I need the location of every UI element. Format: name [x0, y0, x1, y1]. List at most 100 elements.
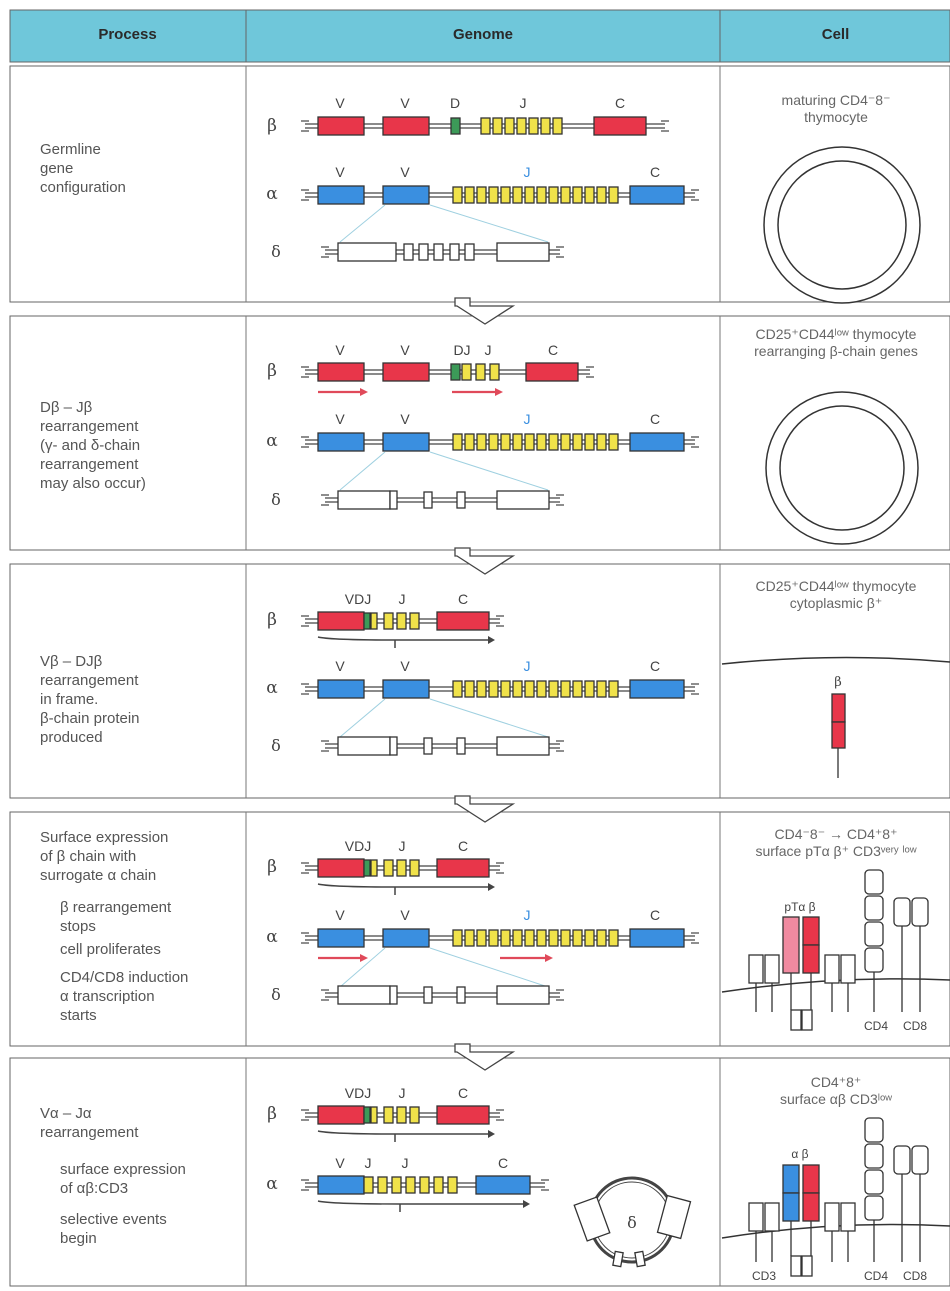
delta-chain-row1-segment-2 — [403, 243, 414, 261]
delta-chain-row4-segment-5 — [496, 985, 550, 1005]
cd4-domain-2-row5 — [864, 1143, 884, 1169]
beta-chain-row1-segment-6 — [504, 117, 515, 135]
delta-chain-row4-segment-2 — [389, 985, 398, 1005]
alpha-chain-row3-segment-14 — [584, 680, 595, 698]
label-delta-circle-row5: δ — [627, 1213, 637, 1232]
beta-chain-row1-segment-3 — [450, 117, 461, 135]
excised-delta-box-1-row5 — [573, 1196, 611, 1242]
alpha-chain-row3-segment-2 — [382, 679, 430, 699]
cytoplasmic-beta-label-row3: β — [834, 675, 842, 690]
label-j-row3: J — [399, 591, 406, 607]
alpha-chain-row1-segment-9 — [524, 186, 535, 204]
alpha-chain-row5-segment-4 — [391, 1176, 402, 1194]
alpha-chain-row2-segment-11 — [548, 433, 559, 451]
label-j-row4: J — [399, 838, 406, 854]
label-c-row1: C — [615, 95, 625, 111]
cd4-domain-4-row4 — [864, 947, 884, 973]
excised-delta-box-2-row5 — [656, 1194, 692, 1240]
alpha-chain-row5-segment-2 — [363, 1176, 374, 1194]
beta-chain-row5-segment-4 — [383, 1106, 394, 1124]
alpha-symbol-row4: α — [266, 927, 278, 947]
alpha-chain-row3-segment-1 — [317, 679, 365, 699]
cell-text-row-2: CD25⁺CD44ˡᵒʷ thymocyte rearranging β-cha… — [754, 326, 918, 359]
alpha-symbol-row2: α — [266, 431, 278, 451]
alpha-chain-row1-segment-6 — [488, 186, 499, 204]
beta-chain-row3-segment-1 — [317, 611, 365, 631]
delta-chain-row3-segment-4 — [456, 737, 466, 755]
delta-chain-row4-segment-3 — [423, 986, 433, 1004]
process-text-row-1: Germline gene configuration — [40, 141, 126, 196]
alpha-chain-row1-segment-10 — [536, 186, 547, 204]
alpha-chain-row5-segment-6 — [419, 1176, 430, 1194]
label-c-alpha-row2: C — [650, 411, 660, 427]
alpha-chain-row3-segment-13 — [572, 680, 583, 698]
alpha-chain-row4-segment-4 — [464, 929, 475, 947]
beta-chain-row4-segment-2 — [363, 859, 371, 877]
alpha-chain-row2-segment-17 — [629, 432, 685, 452]
header-cell: Cell — [821, 26, 850, 43]
beta-chain-row3-segment-4 — [383, 612, 394, 630]
cd3-box-1-row5 — [748, 1202, 764, 1232]
delta-chain-row1-segment-3 — [418, 243, 429, 261]
guide-left-row4 — [339, 947, 386, 988]
beta-chain-row3-segment-3 — [370, 612, 378, 630]
alpha-chain-row2-segment-4 — [464, 433, 475, 451]
beta-surface-domain-2-row4 — [802, 944, 820, 974]
beta-chain-row4-segment-7 — [436, 858, 490, 878]
alpha-symbol-row3: α — [266, 678, 278, 698]
alpha-chain-row4-segment-7 — [500, 929, 511, 947]
label-c-alpha-row3: C — [650, 658, 660, 674]
cell-nucleus-row1 — [777, 160, 907, 290]
delta-chain-row2-segment-1 — [337, 490, 391, 510]
label-j-alpha-row1: J — [524, 164, 531, 180]
guide-left-row2 — [339, 451, 386, 491]
alpha-chain-row2-segment-6 — [488, 433, 499, 451]
cd4-domain-3-row4 — [864, 921, 884, 947]
label-j-row1: J — [520, 95, 527, 111]
alpha-chain-row4-segment-9 — [524, 929, 535, 947]
red-arrowhead-1-row2 — [360, 388, 368, 396]
label-c-row2: C — [548, 342, 558, 358]
cell-membrane-row3 — [721, 656, 950, 665]
label-v2-row1: V — [400, 95, 410, 111]
beta-chain-row3-segment-2 — [363, 612, 371, 630]
alpha-chain-row2-segment-16 — [608, 433, 619, 451]
cd3-box-4-row4 — [840, 954, 856, 984]
delta-chain-row4-segment-1 — [337, 985, 391, 1005]
label-c-row3: C — [458, 591, 468, 607]
cd4-domain-4-row5 — [864, 1195, 884, 1221]
alpha-chain-row3-segment-7 — [500, 680, 511, 698]
beta-surface-domain-1-row4 — [802, 916, 820, 946]
cd8-domain-1-row4 — [893, 897, 911, 927]
splice-arrowhead-row5 — [488, 1130, 495, 1138]
delta-chain-row1-segment-4 — [433, 243, 444, 261]
label-c-row4: C — [458, 838, 468, 854]
alpha-surface-domain-2-row5 — [782, 1192, 800, 1222]
beta-chain-row2-segment-3 — [450, 363, 461, 381]
beta-symbol-row3: β — [267, 610, 277, 630]
cd4-domain-1-row4 — [864, 869, 884, 895]
label-cd4-row5: CD4 — [864, 1269, 888, 1283]
alpha-chain-row5-segment-8 — [447, 1176, 458, 1194]
label-dj-row2: DJ — [453, 342, 470, 358]
alpha-chain-row4-segment-15 — [596, 929, 607, 947]
alpha-chain-row2-segment-15 — [596, 433, 607, 451]
guide-right-row3 — [429, 698, 549, 738]
beta-chain-row2-segment-1 — [317, 362, 365, 382]
alpha-chain-row3-segment-11 — [548, 680, 559, 698]
alpha-chain-row4-segment-3 — [452, 929, 463, 947]
delta-symbol-row2: δ — [271, 490, 281, 509]
guide-right-row4 — [429, 947, 549, 988]
alpha-chain-row3-segment-6 — [488, 680, 499, 698]
delta-chain-row1-segment-7 — [496, 242, 550, 262]
label-v2-alpha-row1: V — [400, 164, 410, 180]
label-j2-alpha-row5: J — [402, 1155, 409, 1171]
beta-chain-row1-segment-11 — [593, 116, 647, 136]
beta-chain-row1-segment-9 — [540, 117, 551, 135]
alpha-chain-row2-segment-9 — [524, 433, 535, 451]
alpha-chain-row2-segment-14 — [584, 433, 595, 451]
label-v1-row1: V — [335, 95, 345, 111]
delta-chain-row3-segment-2 — [389, 736, 398, 756]
label-vdj-row3: VDJ — [345, 591, 371, 607]
